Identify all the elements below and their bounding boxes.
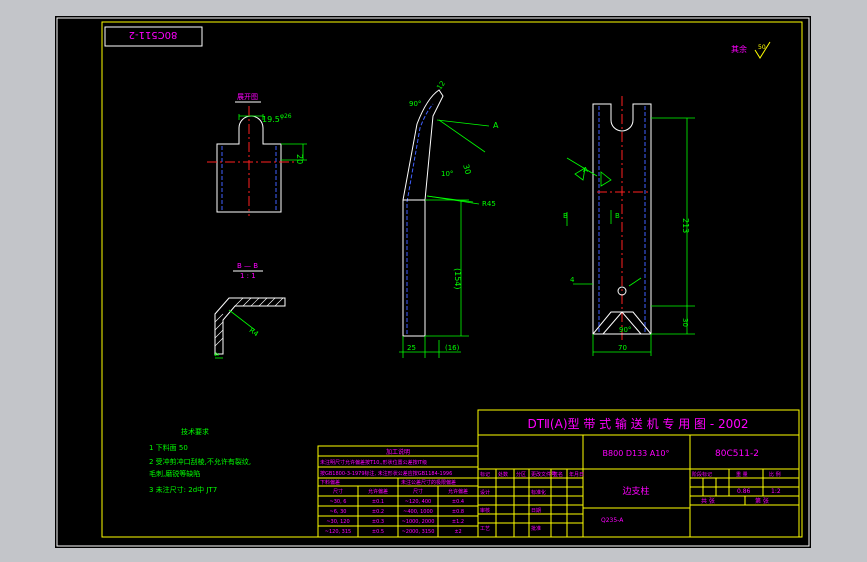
roughness-note: 其余	[731, 44, 747, 54]
svg-text:允许偏差: 允许偏差	[368, 488, 388, 495]
tech-item-1: 1 下料面 50	[149, 443, 188, 452]
section-scale: 1 : 1	[240, 272, 256, 280]
dim-4-side: 4	[570, 276, 575, 284]
outer-sheet-border	[56, 17, 810, 547]
process-row3-left: 下料偏差	[320, 479, 340, 486]
dim-25: 25	[407, 344, 416, 352]
title-block: DTⅡ(A)型 带 式 输 送 机 专 用 图 - 2002 B800 D133…	[477, 409, 800, 538]
svg-text:尺寸: 尺寸	[333, 488, 343, 495]
svg-text:±0.5: ±0.5	[372, 529, 384, 535]
dim-90-front: 90°	[409, 100, 421, 108]
svg-text:更改文件号: 更改文件号	[531, 471, 556, 478]
svg-text:处数: 处数	[498, 471, 508, 478]
svg-text:~2000, 3150: ~2000, 3150	[402, 529, 435, 535]
part-name: 边支柱	[622, 485, 649, 497]
svg-text:~120, 400: ~120, 400	[405, 499, 431, 505]
dim-30-front: 30	[461, 163, 472, 175]
section-b-b: B — B 1 : 1 R4 4	[212, 262, 286, 359]
svg-text:50: 50	[758, 44, 766, 51]
sheet-number: 第 张	[755, 497, 769, 505]
dim-20: 20	[295, 154, 304, 164]
dim-30-side: 30	[681, 318, 689, 327]
top-view-label: 展开图	[237, 93, 258, 101]
table-row: ~30, 120 ±0.3 ~1000, 2000 ±1.2	[326, 519, 464, 525]
dim-12: 12	[435, 80, 447, 92]
svg-text:审核: 审核	[480, 507, 490, 514]
view-a-label: A	[583, 166, 588, 174]
cad-viewport[interactable]: 80C511-2 其余 50 展开图 19.5 φ26 20 B — B 1 :…	[55, 16, 811, 548]
table-row: ~30, 6 ±0.1 ~120, 400 ±0.4	[330, 499, 465, 505]
dim-19-5: 19.5	[262, 115, 280, 124]
scale-value: 1:2	[771, 488, 781, 495]
side-view: A B B 4 213 30 70 90°	[563, 96, 695, 356]
svg-text:±1.2: ±1.2	[452, 519, 464, 525]
tech-item-3: 毛刺,磨锐等缺陷	[149, 469, 200, 478]
svg-text:±0.4: ±0.4	[452, 499, 464, 505]
material: Q235-A	[601, 517, 624, 524]
svg-text:签名: 签名	[553, 471, 563, 478]
front-view: 90° 12 A 30 10° R45 (154) 25 (16)	[399, 80, 499, 358]
svg-text:批准: 批准	[531, 525, 541, 532]
process-row1: 未注明尺寸允许偏差按T10,,形状位置公差按IT级	[320, 459, 427, 466]
section-mark-b-right: B	[615, 212, 620, 220]
dim-16: (16)	[445, 344, 460, 352]
table-row: ~6, 30 ±0.2 ~400, 1000 ±0.8	[330, 509, 465, 515]
svg-text:~1000, 2000: ~1000, 2000	[402, 519, 435, 525]
svg-text:±2: ±2	[454, 529, 461, 535]
table-row: ~120, 315 ±0.5 ~2000, 3150 ±2	[325, 529, 462, 535]
spec: B800 D133 A10°	[603, 449, 670, 458]
dim-154: (154)	[453, 268, 462, 290]
svg-text:分区: 分区	[516, 471, 526, 478]
process-table: 加工说明 未注明尺寸允许偏差按T10,,形状位置公差按IT级 按GB1800-3…	[317, 445, 479, 538]
svg-text:标记: 标记	[480, 471, 490, 478]
svg-text:年月日: 年月日	[569, 471, 584, 478]
scale-label: 比 例	[769, 471, 781, 478]
svg-text:尺寸: 尺寸	[413, 488, 423, 495]
tech-requirements: 技术要求 1 下料面 50 2 受冲剪冲口刮棱,不允许有裂纹, 毛刺,磨锐等缺陷…	[149, 427, 251, 494]
dim-r45: R45	[482, 200, 496, 208]
dim-10-deg: 10°	[441, 170, 453, 178]
dim-4-section: 4	[212, 352, 220, 357]
tech-title: 技术要求	[181, 427, 209, 436]
svg-text:±0.2: ±0.2	[372, 509, 384, 515]
section-label: B — B	[237, 262, 258, 270]
sheet-total: 共 张	[701, 497, 715, 505]
process-row2: 按GB1800-3-1979标注, 未注形状公差应按GB1184-1996	[320, 470, 452, 477]
svg-text:±0.8: ±0.8	[452, 509, 464, 515]
dim-90-side: 90°	[619, 326, 631, 334]
roughness-symbol-icon: 50	[754, 41, 771, 59]
tech-item-2: 2 受冲剪冲口刮棱,不允许有裂纹,	[149, 457, 251, 466]
drawing-canvas: 80C511-2 其余 50 展开图 19.5 φ26 20 B — B 1 :…	[56, 17, 810, 547]
svg-text:允许偏差: 允许偏差	[448, 488, 468, 495]
stage-label: 阶段标记	[692, 471, 712, 478]
process-title: 加工说明	[386, 448, 410, 456]
dim-r4: R4	[248, 326, 261, 338]
tech-item-4: 3 未注尺寸: 2d中 JT7	[149, 485, 217, 494]
svg-text:工艺: 工艺	[480, 526, 490, 532]
svg-text:±0.1: ±0.1	[372, 499, 384, 505]
svg-text:设计: 设计	[480, 489, 490, 496]
svg-text:~120, 315: ~120, 315	[325, 529, 351, 535]
svg-text:~30, 6: ~30, 6	[330, 499, 347, 505]
svg-text:~30, 120: ~30, 120	[326, 519, 349, 525]
series-title: DTⅡ(A)型 带 式 输 送 机 专 用 图 - 2002	[527, 416, 748, 431]
top-view: 展开图 19.5 φ26 20	[207, 93, 307, 216]
rev-stamp: 80C511-2	[129, 29, 178, 40]
dim-70: 70	[618, 344, 627, 352]
section-mark-b-left: B	[563, 212, 568, 220]
svg-text:标准化: 标准化	[531, 489, 546, 496]
dim-213: 213	[681, 218, 690, 233]
dim-phi26: φ26	[280, 113, 292, 120]
svg-text:±0.3: ±0.3	[372, 519, 384, 525]
process-row3-right: 未注公差尺寸的极限偏差	[401, 479, 456, 486]
svg-text:~400, 1000: ~400, 1000	[403, 509, 433, 515]
weight-label: 重 量	[736, 471, 748, 478]
svg-text:日期: 日期	[531, 508, 541, 514]
drawing-number: 80C511-2	[715, 449, 759, 459]
rev-stamp-box	[104, 26, 203, 47]
weight-value: 0.86	[737, 488, 751, 495]
svg-text:~6, 30: ~6, 30	[330, 509, 347, 515]
view-a-arrow: A	[493, 121, 499, 130]
